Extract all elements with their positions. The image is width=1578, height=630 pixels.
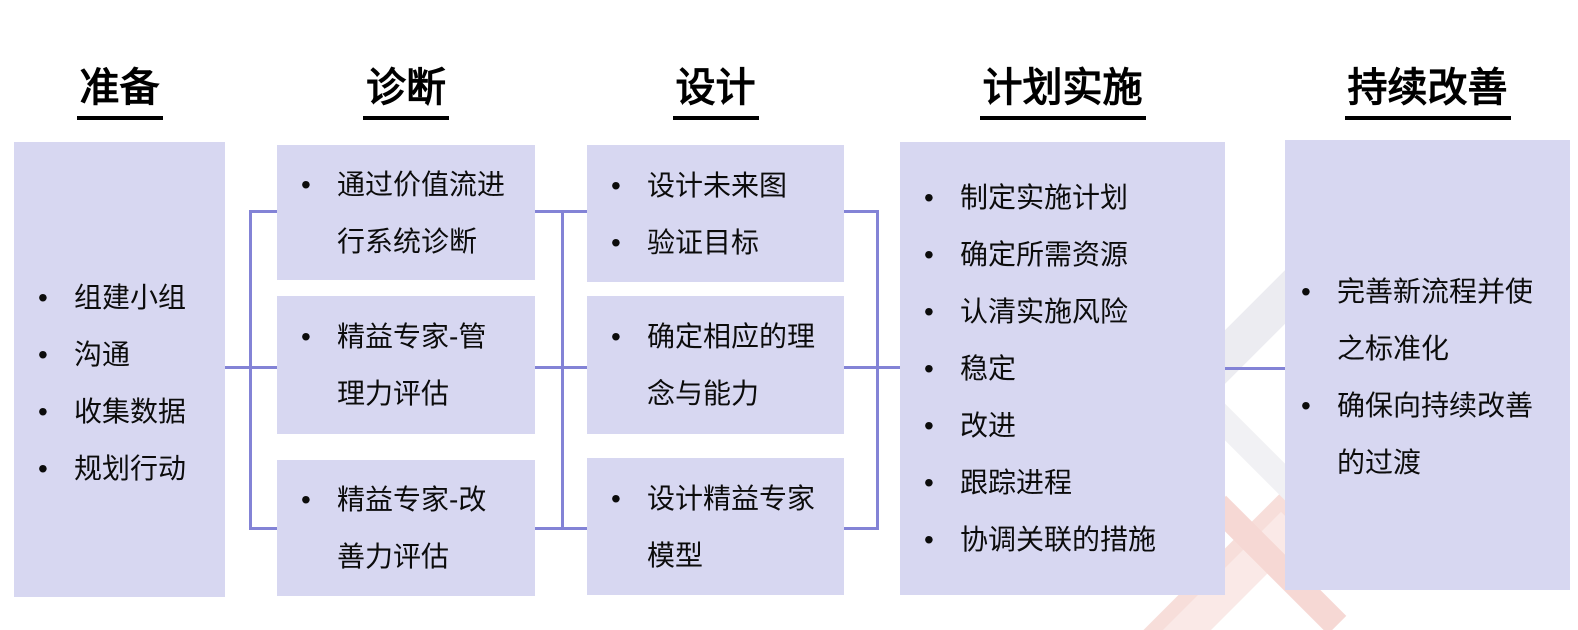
connector-line xyxy=(535,210,588,213)
bullet-item: 跟踪进程 xyxy=(922,454,1156,511)
column-title-improve: 持续改善 xyxy=(1285,64,1570,120)
connector-line xyxy=(844,210,877,213)
bullet-item: 组建小组 xyxy=(36,269,186,326)
bullet-item: 规划行动 xyxy=(36,440,186,497)
diagnose-box-2: 精益专家-管 理力评估 xyxy=(277,296,535,434)
bullet-list: 完善新流程并使 之标准化确保向持续改善 的过渡 xyxy=(1285,239,1545,491)
connector-line xyxy=(249,210,277,213)
column-title-design: 设计 xyxy=(587,64,844,120)
column-title-prepare: 准备 xyxy=(14,64,225,120)
bullet-list: 确定相应的理 念与能力 xyxy=(587,308,825,422)
column-title-diagnose: 诊断 xyxy=(277,64,535,120)
bullet-item: 认清实施风险 xyxy=(922,283,1156,340)
bullet-item: 完善新流程并使 之标准化 xyxy=(1299,263,1533,377)
bullet-list: 通过价值流进 行系统诊断 xyxy=(277,156,515,270)
bullet-item: 确定所需资源 xyxy=(922,226,1156,283)
column-title-implement: 计划实施 xyxy=(900,64,1225,120)
bullet-item: 沟通 xyxy=(36,326,186,383)
connector-line xyxy=(876,210,879,530)
connector-line xyxy=(535,366,588,369)
connector-line xyxy=(561,210,564,530)
bullet-item: 改进 xyxy=(922,397,1156,454)
bullet-list: 精益专家-管 理力评估 xyxy=(277,308,496,422)
bullet-list: 设计未来图验证目标 xyxy=(587,157,797,271)
connector-line xyxy=(1225,367,1285,370)
design-box-1: 设计未来图验证目标 xyxy=(587,145,844,282)
implement-box: 制定实施计划确定所需资源认清实施风险稳定改进跟踪进程协调关联的措施 xyxy=(900,142,1225,595)
connector-line xyxy=(844,527,877,530)
bullet-item: 通过价值流进 行系统诊断 xyxy=(299,156,505,270)
diagnose-box-1: 通过价值流进 行系统诊断 xyxy=(277,145,535,280)
connector-line xyxy=(535,527,588,530)
bullet-item: 验证目标 xyxy=(609,214,787,271)
bullet-item: 精益专家-改 善力评估 xyxy=(299,471,486,585)
bullet-item: 制定实施计划 xyxy=(922,169,1156,226)
connector-line xyxy=(844,366,900,369)
bullet-item: 协调关联的措施 xyxy=(922,511,1156,568)
connector-line xyxy=(225,366,277,369)
bullet-item: 设计精益专家 模型 xyxy=(609,470,815,584)
bullet-list: 设计精益专家 模型 xyxy=(587,470,825,584)
bullet-item: 收集数据 xyxy=(36,383,186,440)
bullet-item: 稳定 xyxy=(922,340,1156,397)
bullet-item: 精益专家-管 理力评估 xyxy=(299,308,486,422)
design-box-3: 设计精益专家 模型 xyxy=(587,458,844,595)
diagnose-box-3: 精益专家-改 善力评估 xyxy=(277,460,535,596)
bullet-item: 确定相应的理 念与能力 xyxy=(609,308,815,422)
bullet-list: 组建小组沟通收集数据规划行动 xyxy=(14,243,196,497)
bullet-list: 制定实施计划确定所需资源认清实施风险稳定改进跟踪进程协调关联的措施 xyxy=(900,169,1166,568)
prepare-box: 组建小组沟通收集数据规划行动 xyxy=(14,142,225,597)
bullet-item: 设计未来图 xyxy=(609,157,787,214)
bullet-list: 精益专家-改 善力评估 xyxy=(277,471,496,585)
connector-line xyxy=(249,527,277,530)
design-box-2: 确定相应的理 念与能力 xyxy=(587,296,844,434)
improve-box: 完善新流程并使 之标准化确保向持续改善 的过渡 xyxy=(1285,140,1570,590)
connector-line xyxy=(249,210,252,530)
bullet-item: 确保向持续改善 的过渡 xyxy=(1299,377,1533,491)
